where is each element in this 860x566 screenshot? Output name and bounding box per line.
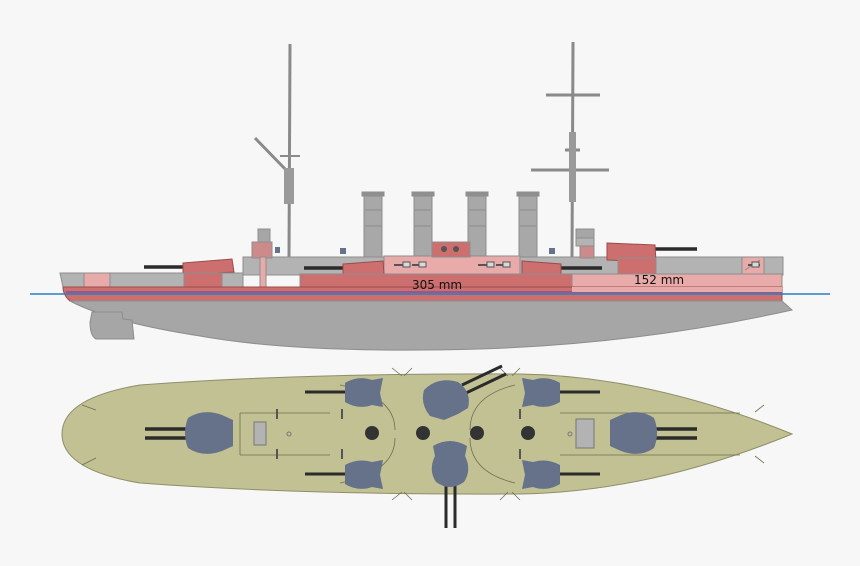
wing-turret-starboard-aft [522, 460, 600, 489]
funnel-top-2 [416, 426, 430, 440]
funnel-4 [516, 191, 540, 260]
plan-turrets [145, 364, 697, 528]
funnel-top-4 [521, 426, 535, 440]
rudder [89, 311, 135, 340]
fore-mast [253, 43, 300, 259]
funnel-top-1 [365, 426, 379, 440]
aft-main-turret [610, 412, 697, 454]
side-view: 305 mm 152 mm [30, 41, 830, 351]
centre-turret-starboard [431, 441, 469, 528]
main-mast [531, 41, 609, 259]
hull-upper [59, 256, 783, 288]
fore-main-turret-side [144, 258, 235, 276]
upper-belt-thickness-label: 152 mm [634, 273, 684, 287]
wing-turret-port-aft [522, 378, 600, 407]
hull-lower [69, 300, 794, 351]
wing-turret-port-fore [305, 378, 383, 407]
fore-main-turret [145, 412, 233, 454]
deck-houses [253, 418, 595, 449]
funnels [361, 191, 540, 260]
main-belt-thickness-label: 305 mm [412, 278, 462, 292]
centre-turret-port [422, 364, 507, 420]
plan-view [61, 364, 794, 528]
deck-markings [81, 367, 765, 501]
secondary-guns-plan [276, 409, 521, 459]
wing-turret-port-fore [304, 260, 385, 275]
funnel-top-3 [470, 426, 484, 440]
wing-turret-starboard-fore [305, 460, 383, 489]
funnel-2 [411, 191, 435, 260]
funnel-3 [465, 191, 489, 260]
wing-turret-port-aft [521, 260, 602, 275]
funnel-tops [365, 426, 535, 440]
deck-fittings [275, 247, 555, 254]
funnel-1 [361, 191, 385, 260]
